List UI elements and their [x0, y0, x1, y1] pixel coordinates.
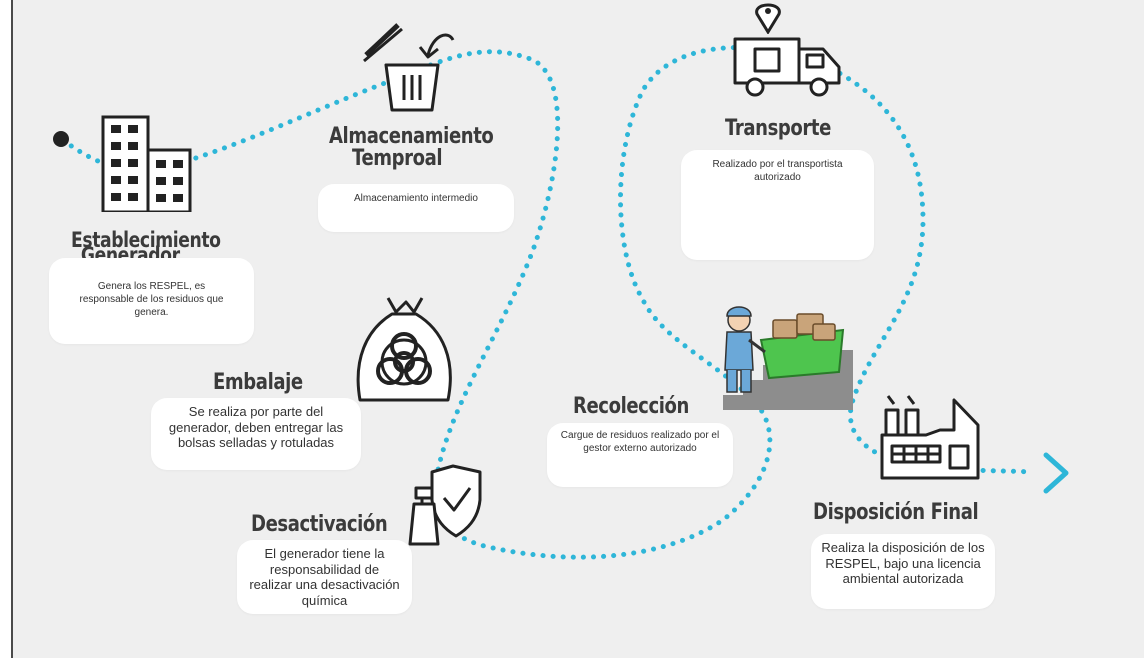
almacenamiento-title-line2: Temproal [351, 146, 443, 171]
transporte-card: Realizado por el transportista autorizad… [681, 150, 874, 260]
recoleccion-card: Cargue de residuos realizado por el gest… [547, 423, 733, 487]
diagram-canvas: Establecimiento Generador Genera los RES… [11, 0, 1144, 658]
route-path [60, 45, 1036, 560]
recoleccion-title: Recolección [573, 396, 689, 418]
establecimiento-card: Genera los RESPEL, es responsable de los… [49, 258, 254, 344]
almacenamiento-title-line1: Almacenamiento [329, 124, 494, 149]
recoleccion-description: Cargue de residuos realizado por el gest… [560, 430, 720, 454]
desactivacion-title: Desactivación [251, 512, 388, 537]
embalaje-description: Se realiza por parte del generador, debe… [168, 404, 344, 451]
desactivacion-description: El generador tiene la responsabilidad de… [249, 546, 400, 608]
embalaje-card: Se realiza por parte del generador, debe… [151, 398, 361, 470]
truck-icon [733, 37, 841, 97]
desactivacion-card: El generador tiene la responsabilidad de… [237, 540, 412, 614]
transporte-title: Transporte [725, 118, 831, 140]
almacenamiento-title: Almacenamiento Temproal [329, 124, 494, 171]
establecimiento-description: Genera los RESPEL, es responsable de los… [79, 281, 224, 318]
process-route [53, 45, 1069, 560]
worker-cart-icon [723, 306, 853, 410]
office-buildings-icon [101, 115, 192, 212]
spray-shield-icon [408, 464, 482, 546]
disposicion-title: Disposición Final [813, 500, 979, 525]
factory-icon [880, 395, 980, 480]
almacenamiento-card: Almacenamiento intermedio [318, 184, 514, 232]
trash-bin-icon [363, 23, 455, 112]
arrow-right-icon [1043, 452, 1069, 494]
disposicion-title-line1: Disposición Final [813, 500, 979, 525]
transporte-description: Realizado por el transportista autorizad… [712, 159, 843, 183]
embalaje-title: Embalaje [213, 372, 303, 394]
start-dot-icon [53, 131, 69, 147]
transporte-title-line1: Transporte [725, 116, 831, 141]
almacenamiento-description: Almacenamiento intermedio [354, 193, 478, 204]
biohazard-bag-icon [356, 297, 452, 402]
disposicion-card: Realiza la disposición de los RESPEL, ba… [811, 534, 995, 609]
desactivacion-title-line1: Desactivación [251, 512, 388, 537]
establecimiento-title-line1: Establecimiento [71, 228, 221, 252]
recoleccion-title-line1: Recolección [573, 394, 689, 419]
embalaje-title-line1: Embalaje [213, 370, 303, 395]
location-pin-icon [755, 3, 781, 34]
disposicion-description: Realiza la disposición de los RESPEL, ba… [821, 540, 985, 587]
